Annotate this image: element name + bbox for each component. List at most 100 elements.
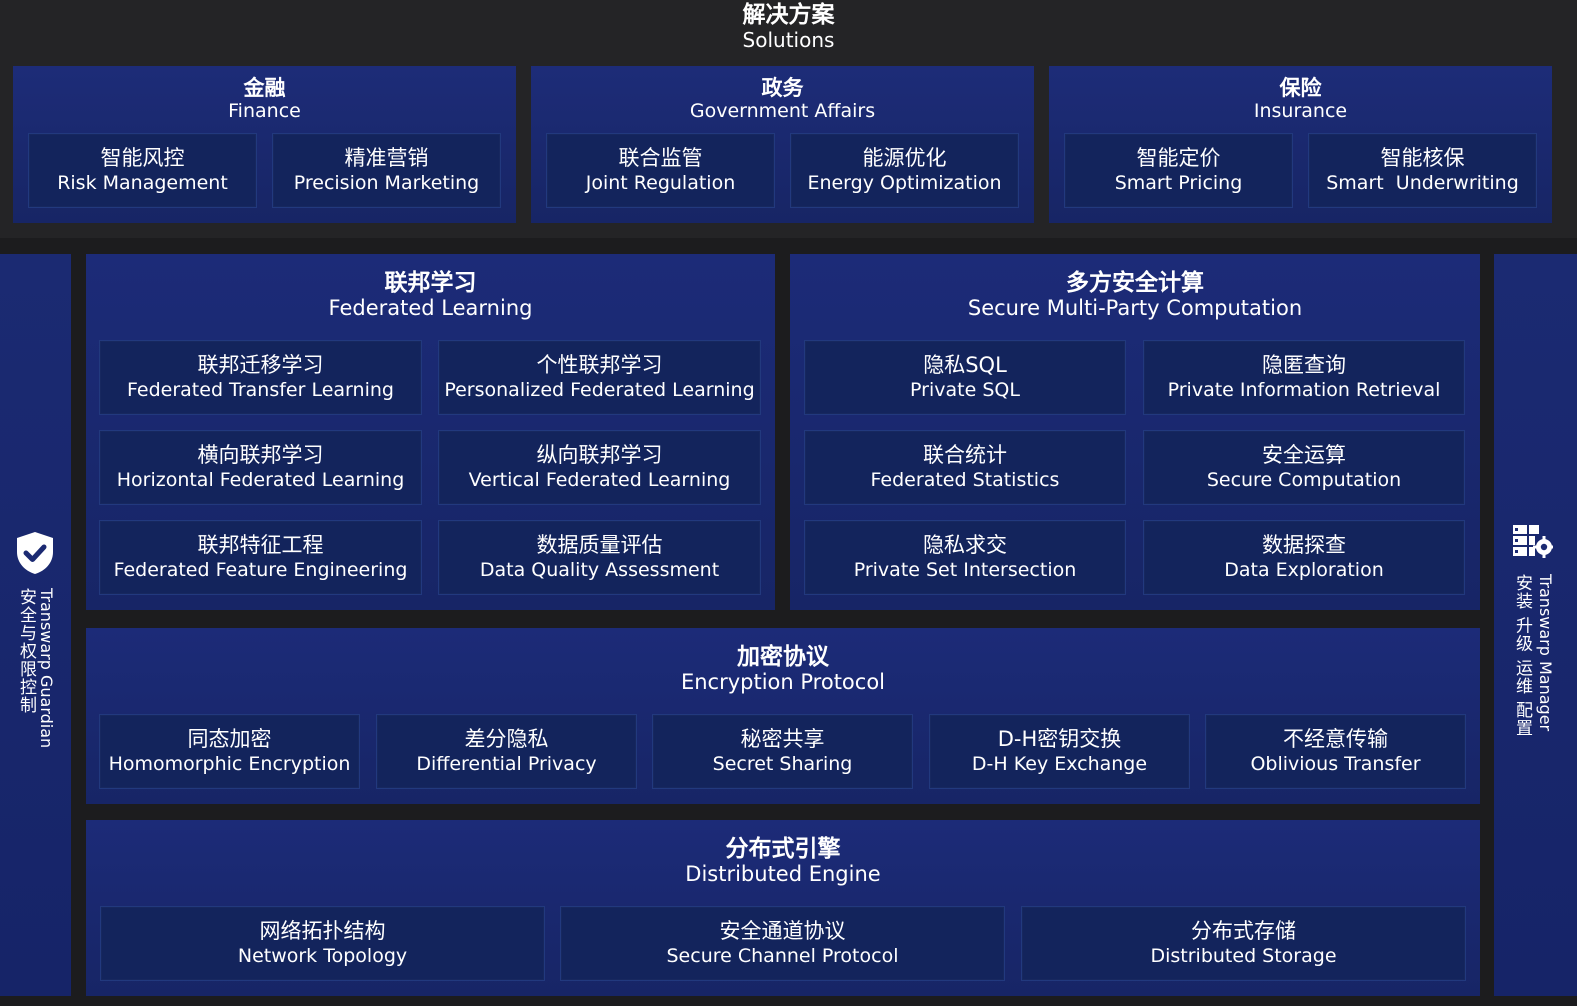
insurance-header: 保险 Insurance	[1049, 66, 1552, 134]
card-oblivious-transfer: 不经意传输 Oblivious Transfer	[1205, 714, 1466, 789]
card-label-en: Network Topology	[237, 945, 408, 968]
card-label-en: Secure Channel Protocol	[666, 945, 899, 968]
card-label-zh: 隐私SQL	[923, 353, 1007, 378]
card-differential-privacy: 差分隐私 Differential Privacy	[376, 714, 637, 789]
insurance-title-en: Insurance	[1253, 100, 1348, 123]
card-label-zh: 精准营销	[344, 146, 429, 171]
card-risk-management: 智能风控 Risk Management	[28, 133, 257, 208]
card-dh-key-exchange: D-H密钥交换 D-H Key Exchange	[929, 714, 1190, 789]
card-label-en: Secure Computation	[1206, 469, 1402, 492]
card-label-zh: 安全通道协议	[719, 919, 846, 944]
manager-label-zh: 安装 升级 运维 配置	[1512, 574, 1532, 738]
solutions-header: 解决方案 Solutions	[0, 0, 1577, 62]
card-label-zh: 联邦特征工程	[197, 533, 324, 558]
card-smart-pricing: 智能定价 Smart Pricing	[1064, 133, 1293, 208]
federated-learning-panel: 联邦学习 Federated Learning 联邦迁移学习 Federated…	[86, 254, 775, 610]
card-vertical-federated-learning: 纵向联邦学习 Vertical Federated Learning	[438, 430, 761, 505]
encryption-title-en: Encryption Protocol	[680, 670, 886, 695]
card-secret-sharing: 秘密共享 Secret Sharing	[652, 714, 913, 789]
solutions-title-zh: 解决方案	[742, 2, 835, 28]
card-label-zh: 纵向联邦学习	[536, 443, 663, 468]
card-label-en: D-H Key Exchange	[971, 753, 1148, 776]
finance-panel: 金融 Finance 智能风控 Risk Management 精准营销 Pre…	[13, 66, 516, 223]
card-label-zh: 分布式存储	[1191, 919, 1296, 944]
card-label-zh: 不经意传输	[1283, 727, 1388, 752]
card-private-sql: 隐私SQL Private SQL	[804, 340, 1126, 415]
card-label-en: Smart Pricing	[1114, 172, 1243, 195]
card-label-zh: 智能核保	[1380, 146, 1465, 171]
solutions-section: 解决方案 Solutions 金融 Finance 智能风控 Risk Mana…	[0, 0, 1577, 238]
card-label-en: Data Exploration	[1224, 559, 1384, 582]
manager-label-en: Transwarp Manager	[1536, 574, 1555, 732]
guardian-label-zh: 安全与权限控制	[16, 588, 36, 714]
card-label-en: Precision Marketing	[293, 172, 480, 195]
card-federated-feature-engineering: 联邦特征工程 Federated Feature Engineering	[99, 520, 422, 595]
card-label-en: Energy Optimization	[807, 172, 1002, 195]
server-gear-icon	[1513, 525, 1553, 558]
government-panel: 政务 Government Affairs 联合监管 Joint Regulat…	[531, 66, 1034, 223]
card-smart-underwriting: 智能核保 Smart Underwriting	[1308, 133, 1537, 208]
federated-learning-title-en: Federated Learning	[328, 296, 533, 321]
government-title-en: Government Affairs	[689, 100, 876, 123]
government-header: 政务 Government Affairs	[531, 66, 1034, 134]
card-label-zh: 智能风控	[100, 146, 185, 171]
card-label-en: Secret Sharing	[712, 753, 853, 776]
card-homomorphic-encryption: 同态加密 Homomorphic Encryption	[99, 714, 360, 789]
card-energy-optimization: 能源优化 Energy Optimization	[790, 133, 1019, 208]
card-label-en: Joint Regulation	[585, 172, 736, 195]
card-label-zh: 联合监管	[618, 146, 703, 171]
card-label-zh: 个性联邦学习	[536, 353, 663, 378]
card-label-en: Horizontal Federated Learning	[116, 469, 405, 492]
card-label-zh: 网络拓扑结构	[259, 919, 386, 944]
encryption-panel: 加密协议 Encryption Protocol 同态加密 Homomorphi…	[86, 628, 1480, 804]
card-federated-transfer-learning: 联邦迁移学习 Federated Transfer Learning	[99, 340, 422, 415]
federated-learning-header: 联邦学习 Federated Learning	[86, 254, 775, 322]
finance-title-zh: 金融	[243, 76, 286, 100]
card-label-en: Distributed Storage	[1150, 945, 1337, 968]
card-label-en: Risk Management	[57, 172, 228, 195]
card-label-en: Federated Transfer Learning	[127, 379, 394, 402]
card-secure-channel-protocol: 安全通道协议 Secure Channel Protocol	[560, 906, 1005, 981]
distributed-engine-panel: 分布式引擎 Distributed Engine 网络拓扑结构 Network …	[86, 820, 1480, 996]
card-label-en: Private Information Retrieval	[1167, 379, 1441, 402]
distributed-engine-header: 分布式引擎 Distributed Engine	[86, 820, 1480, 888]
card-label-en: Differential Privacy	[416, 753, 597, 776]
card-distributed-storage: 分布式存储 Distributed Storage	[1021, 906, 1466, 981]
mpc-panel: 多方安全计算 Secure Multi-Party Computation 隐私…	[790, 254, 1480, 610]
finance-header: 金融 Finance	[13, 66, 516, 134]
encryption-header: 加密协议 Encryption Protocol	[86, 628, 1480, 696]
card-label-zh: 联合统计	[923, 443, 1007, 468]
card-federated-statistics: 联合统计 Federated Statistics	[804, 430, 1126, 505]
card-label-zh: 隐匿查询	[1262, 353, 1346, 378]
card-label-en: Private Set Intersection	[853, 559, 1077, 582]
insurance-panel: 保险 Insurance 智能定价 Smart Pricing 智能核保 Sma…	[1049, 66, 1552, 223]
solutions-title-en: Solutions	[742, 28, 835, 53]
card-private-information-retrieval: 隐匿查询 Private Information Retrieval	[1143, 340, 1465, 415]
mpc-header: 多方安全计算 Secure Multi-Party Computation	[790, 254, 1480, 322]
card-label-zh: 安全运算	[1262, 443, 1346, 468]
card-label-zh: 横向联邦学习	[197, 443, 324, 468]
card-label-zh: 能源优化	[862, 146, 947, 171]
card-secure-computation: 安全运算 Secure Computation	[1143, 430, 1465, 505]
card-joint-regulation: 联合监管 Joint Regulation	[546, 133, 775, 208]
card-label-zh: 差分隐私	[464, 727, 549, 752]
card-label-en: Smart Underwriting	[1326, 172, 1519, 195]
distributed-engine-title-en: Distributed Engine	[685, 862, 881, 887]
distributed-engine-title-zh: 分布式引擎	[725, 836, 841, 862]
card-data-quality-assessment: 数据质量评估 Data Quality Assessment	[438, 520, 761, 595]
card-label-zh: 数据探查	[1262, 533, 1346, 558]
card-label-en: Personalized Federated Learning	[444, 379, 755, 402]
card-label-en: Data Quality Assessment	[479, 559, 720, 582]
card-label-zh: 智能定价	[1136, 146, 1221, 171]
insurance-title-zh: 保险	[1279, 76, 1322, 100]
card-label-zh: 数据质量评估	[536, 533, 663, 558]
card-label-en: Vertical Federated Learning	[468, 469, 731, 492]
card-network-topology: 网络拓扑结构 Network Topology	[100, 906, 545, 981]
finance-title-en: Finance	[228, 100, 301, 123]
guardian-label-en: Transwarp Guardian	[37, 588, 56, 749]
mpc-title-en: Secure Multi-Party Computation	[967, 296, 1303, 321]
card-private-set-intersection: 隐私求交 Private Set Intersection	[804, 520, 1126, 595]
card-label-zh: 秘密共享	[740, 727, 825, 752]
card-label-en: Private SQL	[910, 379, 1020, 402]
card-label-zh: 同态加密	[187, 727, 272, 752]
